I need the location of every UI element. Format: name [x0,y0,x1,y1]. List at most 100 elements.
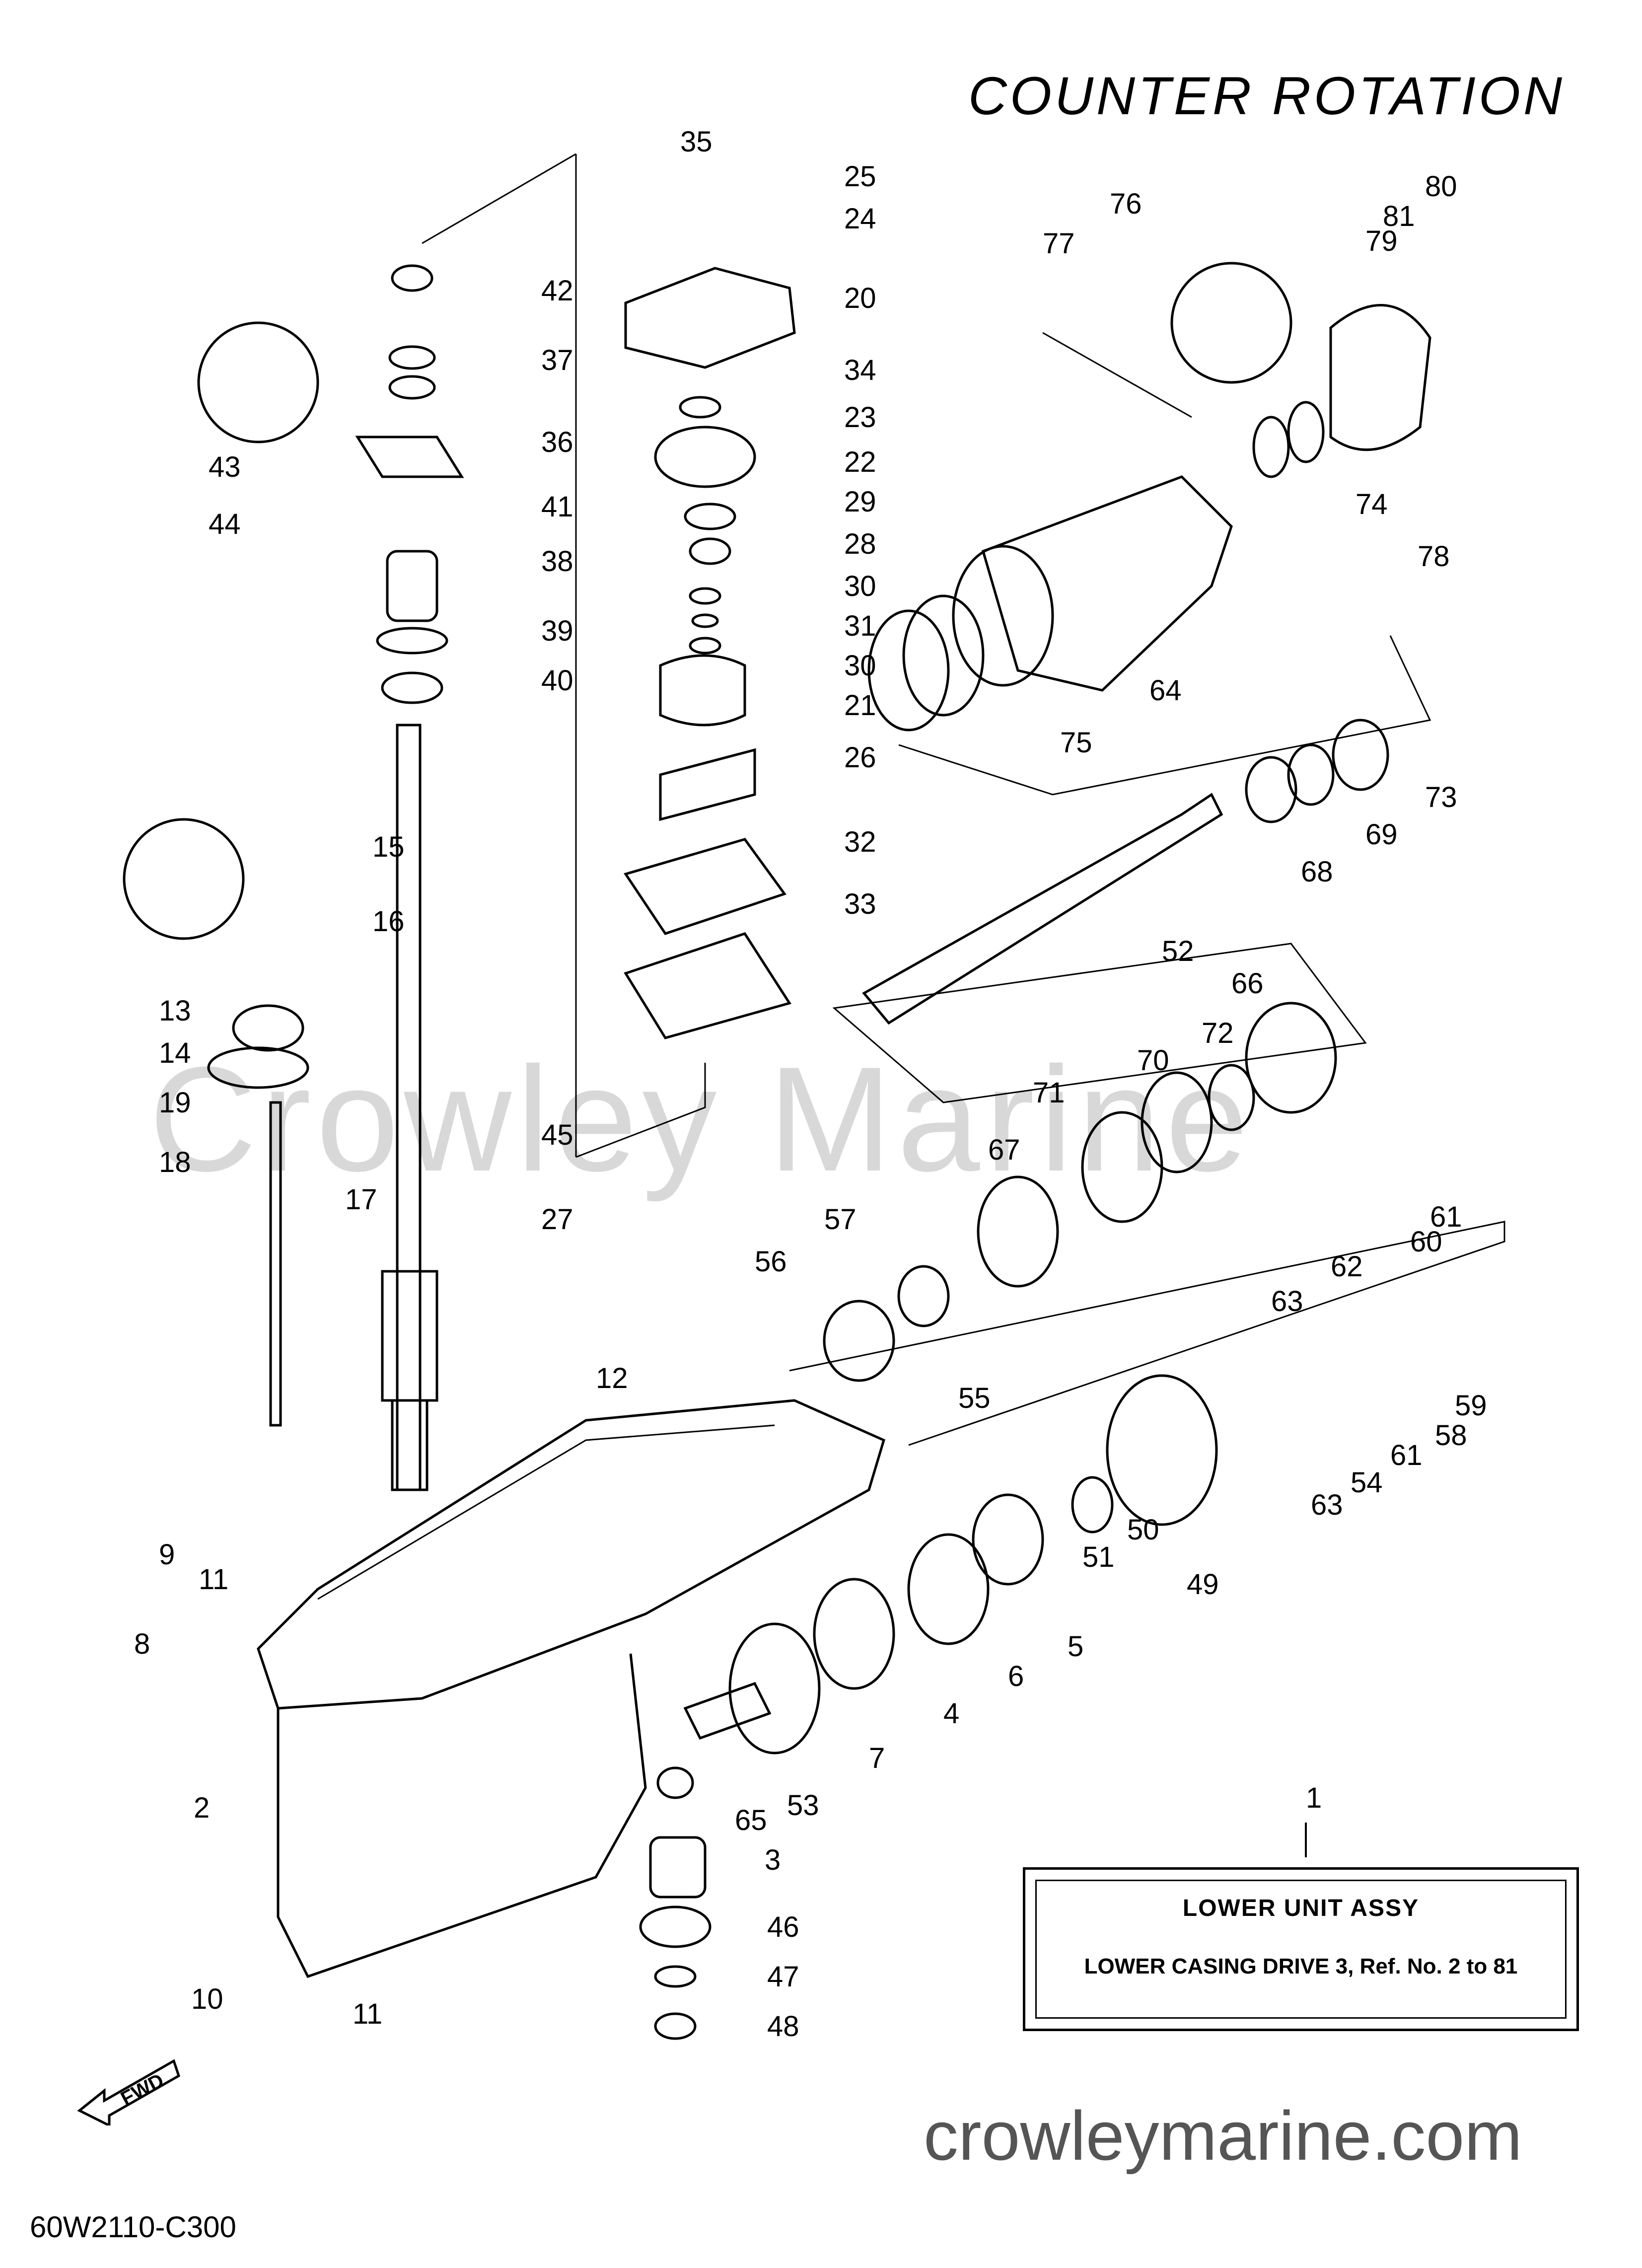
callout-61: 61 [1430,1201,1462,1233]
callout-69: 69 [1365,818,1398,851]
water-pump-housing [624,267,796,369]
callout-53: 53 [787,1789,819,1822]
page-title: COUNTER ROTATION [968,66,1565,126]
watermark: Crowley Marine [149,1035,1253,1202]
lower-casing [257,1399,886,1710]
callout-16: 16 [372,905,405,938]
callout-30: 30 [844,570,876,602]
callout-23: 23 [844,401,876,434]
callout-63: 63 [1311,1489,1343,1521]
callout-38: 38 [541,545,573,578]
callout-52: 52 [1162,935,1194,967]
callout-41: 41 [541,491,573,523]
callout-14: 14 [159,1037,191,1069]
callout-75: 75 [1060,727,1092,759]
callout-20: 20 [844,282,876,314]
callout-81: 81 [1383,200,1415,232]
callout-58: 58 [1435,1419,1467,1452]
assy-line-2: LOWER CASING DRIVE 3, Ref. No. 2 to 81 [1084,1954,1518,1978]
callout-8: 8 [134,1628,150,1660]
callout-25: 25 [844,160,876,193]
callout-7: 7 [869,1742,885,1774]
callout-45: 45 [541,1119,573,1151]
callout-61: 61 [1390,1439,1423,1471]
callout-71: 71 [1033,1077,1065,1109]
callout-labels: 1234567891011111213141516171819202122232… [134,126,1487,2043]
callout-27: 27 [541,1203,573,1236]
callout-2: 2 [194,1792,210,1824]
callout-5: 5 [1068,1630,1083,1663]
callout-29: 29 [844,486,876,518]
assy-box-inner-border [1035,1880,1567,2019]
callout-59: 59 [1455,1390,1487,1422]
callout-19: 19 [159,1087,191,1119]
callout-10: 10 [191,1983,223,2015]
callout-1: 1 [1306,1782,1322,1814]
propeller-shaft [862,793,1223,1025]
callout-35: 35 [680,126,713,158]
callout-79: 79 [1365,225,1398,257]
callout-63: 63 [1271,1285,1303,1317]
website-url: crowleymarine.com [924,2097,1522,2175]
fwd-arrow-icon: FWD [77,2059,181,2125]
callout-55: 55 [958,1382,991,1414]
diagram-linework [123,153,1505,2040]
callout-21: 21 [844,689,876,722]
callout-76: 76 [1110,188,1142,220]
callout-11: 11 [353,1998,382,2030]
callout-34: 34 [844,354,876,386]
callout-9: 9 [159,1538,175,1571]
callout-47: 47 [767,1961,799,1993]
callout-17: 17 [345,1183,377,1216]
callout-77: 77 [1043,227,1075,260]
assy-line-1: LOWER UNIT ASSY [1182,1895,1420,1921]
callout-57: 57 [824,1203,857,1236]
callout-28: 28 [844,528,876,560]
callout-3: 3 [765,1844,781,1876]
callout-67: 67 [988,1134,1020,1166]
callout-43: 43 [209,451,241,483]
callout-70: 70 [1137,1044,1169,1077]
callout-56: 56 [755,1245,787,1278]
callout-50: 50 [1127,1514,1159,1546]
callout-49: 49 [1187,1568,1219,1601]
callout-15: 15 [372,831,405,863]
callout-24: 24 [844,203,876,235]
fwd-label: FWD [117,2069,167,2110]
callout-65: 65 [735,1804,767,1836]
callout-26: 26 [844,741,876,774]
callout-74: 74 [1356,488,1388,520]
callout-62: 62 [1331,1250,1363,1283]
callout-68: 68 [1301,856,1333,888]
callout-18: 18 [159,1146,191,1178]
callout-48: 48 [767,2010,799,2043]
callout-36: 36 [541,426,573,458]
lower-casing-skeg [277,1653,647,1978]
callout-22: 22 [844,446,876,478]
callout-39: 39 [541,615,573,647]
callout-51: 51 [1082,1541,1115,1573]
callout-72: 72 [1202,1017,1234,1049]
callout-78: 78 [1418,540,1450,573]
callout-33: 33 [844,888,876,920]
callout-37: 37 [541,344,573,376]
detail-circle-left [197,321,319,443]
lower-unit-assy-box: LOWER UNIT ASSY LOWER CASING DRIVE 3, Re… [1023,1867,1579,2031]
callout-13: 13 [159,995,191,1027]
callout-73: 73 [1425,781,1457,813]
callout-60: 60 [1410,1226,1442,1258]
callout-64: 64 [1149,674,1182,707]
callout-46: 46 [767,1911,799,1943]
callout-54: 54 [1351,1466,1383,1499]
callout-30: 30 [844,650,876,682]
callout-4: 4 [943,1697,959,1730]
callout-31: 31 [844,610,876,642]
callout-42: 42 [541,275,573,307]
callout-12: 12 [596,1362,628,1394]
prop-shaft-housing [981,475,1233,692]
callout-40: 40 [541,664,573,697]
callout-44: 44 [209,508,241,540]
bearing-38 [386,550,438,622]
callout-32: 32 [844,826,876,858]
